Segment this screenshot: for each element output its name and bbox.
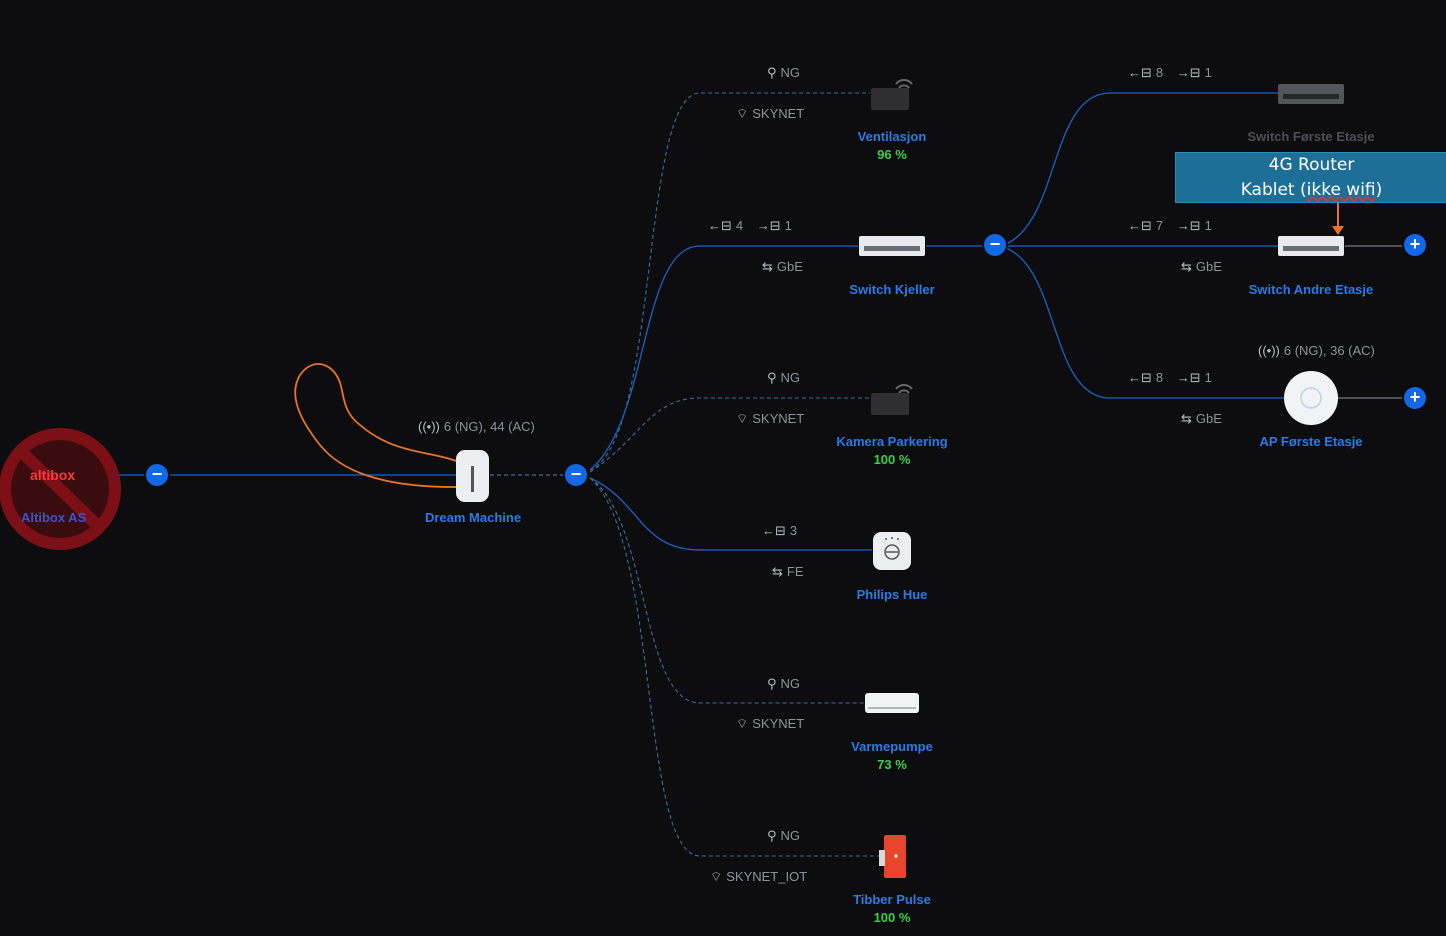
link-philips-hue xyxy=(589,477,872,551)
wireless-bridge-icon xyxy=(871,384,913,415)
ethernet-port-icon: ←⊟ xyxy=(1128,370,1152,385)
link-tibber xyxy=(589,477,880,857)
varmepumpe-uplink-band: ⚲NG xyxy=(767,676,801,691)
kamera-device[interactable] xyxy=(870,377,916,424)
ethernet-port-icon: ←⊟ xyxy=(1128,218,1152,233)
internet-node[interactable]: altibox Altibox AS xyxy=(0,428,122,550)
forste-ports: ←⊟8 →⊟1 xyxy=(1128,65,1212,80)
tibber-pulse-icon xyxy=(879,835,906,878)
philips-hue-device[interactable] xyxy=(872,531,912,576)
varmepumpe-device[interactable] xyxy=(864,692,920,721)
wireless-band-icon: ⚲ xyxy=(767,65,777,80)
switch-icon xyxy=(1278,84,1344,104)
wireless-band-icon: ⚲ xyxy=(767,828,777,843)
tibber-device[interactable] xyxy=(878,834,908,885)
andre-ports: ←⊟7 →⊟1 xyxy=(1128,218,1212,233)
hue-ports: ←⊟3 xyxy=(762,523,798,538)
wifi-icon: ⌔ xyxy=(736,411,749,426)
ethernet-port-icon: ←⊟ xyxy=(762,523,786,538)
switch-icon xyxy=(1278,236,1344,256)
ethernet-port-icon: ←⊟ xyxy=(708,218,732,233)
wifi-icon: ⌔ xyxy=(736,106,749,121)
tibber-signal: 100 % xyxy=(873,910,911,925)
kamera-uplink-band: ⚲NG xyxy=(767,370,801,385)
ethernet-port-icon: →⊟ xyxy=(1176,370,1201,385)
hue-link-speed: ⇆FE xyxy=(772,564,804,579)
link-ventilasjon xyxy=(589,92,870,471)
ap-ports: ←⊟8 →⊟1 xyxy=(1128,370,1212,385)
collapse-gateway-button[interactable]: − xyxy=(565,464,587,486)
switch-icon xyxy=(859,236,925,256)
tibber-label[interactable]: Tibber Pulse xyxy=(853,892,931,907)
varmepumpe-label[interactable]: Varmepumpe xyxy=(851,739,933,754)
switch-kjeller-label[interactable]: Switch Kjeller xyxy=(849,282,935,297)
kjeller-ports: ←⊟4 →⊟1 xyxy=(708,218,792,233)
wifi-icon: ⌔ xyxy=(710,869,723,884)
dream-machine-device[interactable] xyxy=(455,448,491,509)
callout-line-2: Kablet (ikke wifi) xyxy=(1240,180,1383,200)
gateway-label[interactable]: Dream Machine xyxy=(424,510,522,525)
collapse-wan-button[interactable]: − xyxy=(146,464,168,486)
kamera-label[interactable]: Kamera Parkering xyxy=(836,434,948,449)
link-speed-icon: ⇆ xyxy=(1181,259,1192,274)
ventilasjon-device[interactable] xyxy=(870,72,916,119)
access-point-icon xyxy=(1284,371,1338,425)
link-varmepumpe xyxy=(589,477,866,704)
switch-forste-device[interactable] xyxy=(1277,82,1345,111)
gateway-radio: ((•))6 (NG), 44 (AC) xyxy=(418,419,535,434)
ap-link-speed: ⇆GbE xyxy=(1181,411,1222,426)
link-speed-icon: ⇆ xyxy=(762,259,773,274)
annotation-scribble xyxy=(294,363,463,488)
link-switch-kjeller xyxy=(589,245,858,471)
varmepumpe-signal: 73 % xyxy=(877,757,907,772)
wifi-icon: ⌔ xyxy=(736,716,749,731)
wireless-bridge-icon xyxy=(871,79,913,110)
router-callout: 4G Router Kablet (ikke wifi) xyxy=(1175,152,1446,203)
kamera-signal: 100 % xyxy=(873,452,911,467)
wireless-band-icon: ⚲ xyxy=(767,676,777,691)
expand-andre-button[interactable]: + xyxy=(1404,234,1426,256)
heat-pump-icon xyxy=(865,693,919,713)
ventilasjon-label[interactable]: Ventilasjon xyxy=(857,129,927,144)
link-kamera xyxy=(589,397,870,473)
ventilasjon-signal: 96 % xyxy=(877,147,907,162)
tibber-ssid: ⌔SKYNET_IOT xyxy=(710,869,808,884)
isp-label: Altibox AS xyxy=(21,510,87,525)
andre-link-speed: ⇆GbE xyxy=(1181,259,1222,274)
ethernet-port-icon: →⊟ xyxy=(1176,65,1201,80)
switch-andre-label[interactable]: Switch Andre Etasje xyxy=(1248,282,1374,297)
tibber-uplink-band: ⚲NG xyxy=(767,828,801,843)
switch-andre-device[interactable] xyxy=(1277,234,1345,263)
collapse-kjeller-button[interactable]: − xyxy=(984,234,1006,256)
hue-bridge-icon xyxy=(873,532,911,570)
kjeller-link-speed: ⇆GbE xyxy=(762,259,803,274)
ethernet-port-icon: ←⊟ xyxy=(1128,65,1152,80)
callout-line-1: 4G Router xyxy=(1268,155,1355,175)
radio-icon: ((•)) xyxy=(1258,343,1280,358)
link-speed-icon: ⇆ xyxy=(1181,411,1192,426)
expand-ap-button[interactable]: + xyxy=(1404,387,1426,409)
ap-device[interactable] xyxy=(1283,369,1341,432)
ap-label[interactable]: AP Første Etasje xyxy=(1259,434,1363,449)
switch-kjeller-device[interactable] xyxy=(858,234,926,263)
ethernet-port-icon: →⊟ xyxy=(1176,218,1201,233)
no-entry-icon xyxy=(0,428,121,550)
switch-forste-label[interactable]: Switch Første Etasje xyxy=(1247,129,1375,144)
gateway-icon xyxy=(456,450,489,502)
callout-arrow-head xyxy=(1332,226,1344,235)
ventilasjon-uplink-band: ⚲NG xyxy=(767,65,801,80)
link-ap xyxy=(1005,247,1285,399)
philips-hue-label[interactable]: Philips Hue xyxy=(856,587,928,602)
isp-logo: altibox xyxy=(30,467,76,483)
kamera-ssid: ⌔SKYNET xyxy=(736,411,805,426)
ap-radio: ((•))6 (NG), 36 (AC) xyxy=(1258,343,1375,358)
ethernet-port-icon: →⊟ xyxy=(756,218,781,233)
varmepumpe-ssid: ⌔SKYNET xyxy=(736,716,805,731)
link-speed-icon: ⇆ xyxy=(772,564,783,579)
link-forste xyxy=(1005,92,1278,245)
radio-icon: ((•)) xyxy=(418,419,440,434)
wireless-band-icon: ⚲ xyxy=(767,370,777,385)
ventilasjon-ssid: ⌔SKYNET xyxy=(736,106,805,121)
